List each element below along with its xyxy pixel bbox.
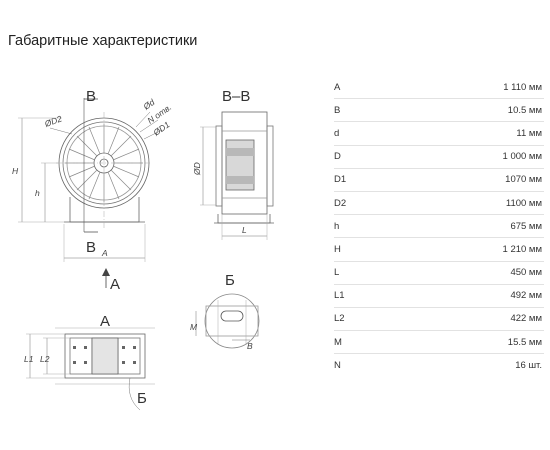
spec-label: H (334, 237, 382, 262)
spec-value: 1 210 мм (381, 237, 544, 262)
label-detail-b: Б (225, 272, 235, 289)
dim-L2: L2 (40, 354, 50, 364)
spec-value: 675 мм (381, 214, 544, 239)
spec-label: B (334, 98, 382, 123)
spec-label: d (334, 121, 382, 146)
fan-technical-drawing: B B B–B A A Б Б H h A L L1 L2 M B ØD2 Ød… (12, 88, 274, 411)
spec-label: N (334, 359, 341, 371)
spec-value: 1 000 мм (381, 145, 544, 169)
spec-value: 15.5 мм (381, 330, 544, 355)
label-section-bb: B–B (222, 88, 250, 105)
spec-label: h (334, 214, 382, 239)
dim-A: A (101, 248, 108, 258)
label-view-a-arrow: A (110, 276, 120, 293)
spec-value: 450 мм (381, 261, 544, 285)
spec-value: 492 мм (381, 284, 544, 308)
view-a-frame (64, 333, 146, 379)
spec-label: D2 (334, 191, 382, 216)
spec-label: A (334, 76, 382, 100)
dim-D: ØD (192, 162, 202, 176)
spec-label: D (334, 145, 382, 169)
spec-value: 1070 мм (381, 168, 544, 192)
dim-B: B (247, 341, 253, 351)
spec-value: 10.5 мм (381, 98, 544, 123)
detail-b-circle (204, 293, 260, 349)
spec-label: D1 (334, 168, 382, 192)
spec-label: L1 (334, 284, 382, 308)
spec-value: 1100 мм (381, 191, 544, 216)
dim-L: L (242, 225, 247, 235)
spec-label: L (334, 261, 382, 285)
dim-h: h (35, 188, 40, 198)
dim-d: Ød (141, 97, 157, 112)
spec-label: M (334, 330, 382, 355)
label-detail-b-callout: Б (137, 390, 147, 407)
dim-M: M (190, 322, 198, 332)
spec-row: N 16 шт. (334, 354, 544, 377)
dim-L1: L1 (24, 354, 34, 364)
spec-value: 422 мм (381, 307, 544, 332)
dim-D2: ØD2 (42, 113, 63, 129)
detail-b-slot (220, 310, 244, 322)
spec-value: 1 110 мм (381, 76, 544, 100)
spec-label: L2 (334, 307, 382, 332)
label-section-b-top: B (86, 88, 96, 105)
spec-value: 11 мм (381, 121, 544, 146)
spec-value: 16 шт. (515, 359, 542, 371)
dim-H: H (12, 166, 19, 176)
label-view-a: A (100, 313, 110, 330)
label-section-b-bottom: B (86, 239, 96, 256)
page-title: Габаритные характеристики (8, 33, 198, 49)
